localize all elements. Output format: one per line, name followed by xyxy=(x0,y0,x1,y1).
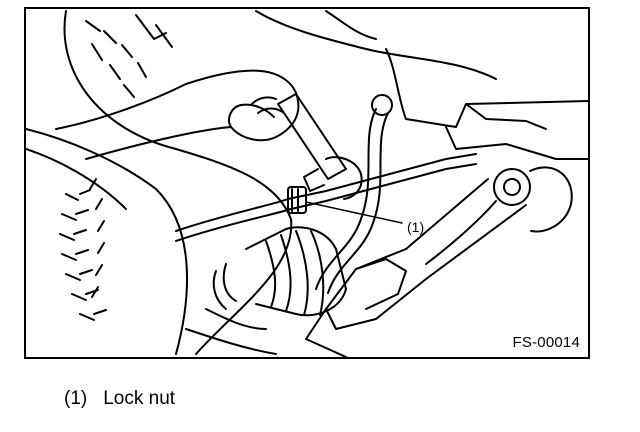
callout-label-1: (1) xyxy=(407,219,425,235)
tie-rod-illustration xyxy=(175,153,477,242)
figure-code: FS-00014 xyxy=(512,334,580,351)
legend-number: (1) xyxy=(64,388,88,409)
hand-illustration xyxy=(55,69,300,160)
service-illustration: (1) FS-00014 xyxy=(24,7,590,359)
legend-label: Lock nut xyxy=(103,388,176,409)
legend-item: (1) Lock nut xyxy=(64,388,175,410)
body-panel-illustration xyxy=(255,10,588,160)
callout-leader-line xyxy=(305,201,403,224)
wrench-illustration xyxy=(277,93,363,200)
boot-illustration xyxy=(185,226,347,355)
suspension-diagram xyxy=(26,10,588,357)
suspension-arm-illustration xyxy=(305,166,573,357)
tire-illustration xyxy=(26,10,293,355)
